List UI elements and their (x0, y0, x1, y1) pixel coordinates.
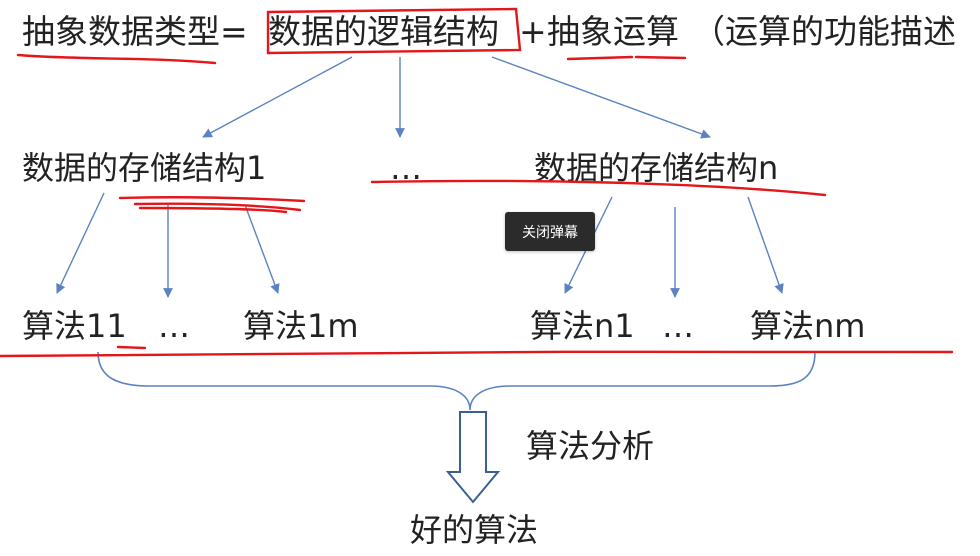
title-abstract-data-type: 抽象数据类型= (22, 12, 248, 51)
underline-storage-row (370, 179, 827, 197)
underline-storage-1-b (133, 202, 302, 212)
storage-structure-1: 数据的存储结构1 (22, 149, 267, 187)
underline-storage-1-c (138, 206, 288, 214)
title-operation-description: （运算的功能描述 (692, 12, 956, 51)
underline-abstract (566, 55, 634, 61)
storage-ellipsis: … (390, 149, 422, 187)
box-logical-structure (266, 7, 522, 55)
arrow-to-algorithm-1m (244, 204, 280, 294)
title-abstract-operation: 抽象运算 (547, 12, 679, 51)
arrows-storagen-to-algorithms (564, 196, 784, 298)
good-algorithm-label: 好的算法 (410, 511, 539, 549)
title-plus: + (519, 12, 547, 51)
arrow-to-algorithm-11 (56, 192, 105, 294)
arrow-to-storage-1 (202, 56, 353, 138)
close-danmaku-button[interactable]: 关闭弹幕 (505, 212, 595, 251)
algorithm-n1: 算法n1 (530, 307, 635, 345)
arrows-storage1-to-algorithms (56, 192, 280, 298)
underline-abstract-data-type (16, 53, 217, 65)
arrow-to-algorithm-nm (747, 196, 784, 294)
title-logical-structure: 数据的逻辑结构 (268, 12, 499, 51)
underline-algorithm-row (0, 350, 954, 358)
algorithm-1m: 算法1m (243, 307, 359, 345)
underline-operation (634, 55, 687, 60)
mark-algorithm-11 (116, 345, 147, 350)
red-annotations (0, 7, 954, 358)
algorithm-ellipsis-left: … (158, 307, 190, 345)
arrows-logical-to-storage (202, 56, 711, 139)
algorithm-nm: 算法nm (750, 307, 866, 345)
grouping-brace (97, 351, 816, 411)
algorithm-analysis-label: 算法分析 (526, 427, 655, 465)
storage-structure-n: 数据的存储结构n (534, 149, 779, 187)
hollow-down-arrow (445, 411, 501, 504)
arrow-to-storage-n (491, 56, 711, 139)
underline-storage-1-a (118, 195, 306, 203)
algorithm-ellipsis-right: … (662, 307, 694, 345)
algorithm-11: 算法11 (22, 307, 127, 345)
